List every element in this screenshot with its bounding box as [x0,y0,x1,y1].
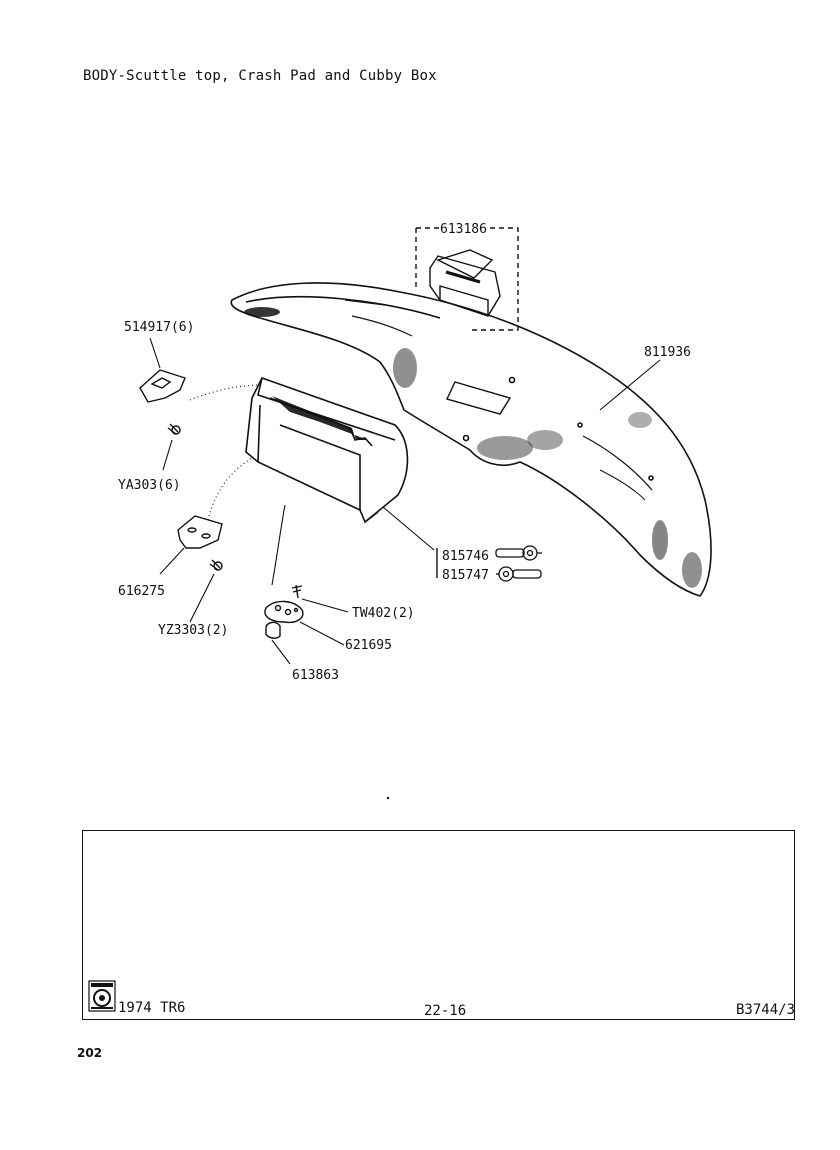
label-811936: 811936 [644,345,691,360]
page-number: 202 [77,1046,103,1060]
label-tw402: TW402(2) [352,606,415,621]
bracket-616275-illustration [177,515,223,549]
crash-pad-illustration [230,282,712,597]
screw-ya303-illustration [167,423,181,435]
footer-code: B3744/3 [736,1002,796,1018]
stray-dot [386,796,390,800]
label-613186: 613186 [440,222,487,237]
fastener-815746-illustration [495,545,542,561]
screw-tw402-illustration [291,584,303,599]
page-title: BODY-Scuttle top, Crash Pad and Cubby Bo… [83,68,437,84]
label-621695: 621695 [345,638,392,653]
british-leyland-logo-icon [88,980,116,1012]
ash-tray-inset [415,227,519,331]
leader-lines [149,337,661,665]
label-613863: 613863 [292,668,339,683]
label-616275: 616275 [118,584,165,599]
label-ya303: YA303(6) [118,478,181,493]
footer-model: 1974 TR6 [118,1000,186,1016]
fastener-815747-illustration [496,566,542,582]
screw-yz3303-illustration [209,559,223,571]
notes-panel [82,830,795,1020]
label-yz3303: YZ3303(2) [158,623,228,638]
knob-613863-illustration [265,621,281,639]
label-815746: 815746 [442,549,489,564]
label-514917: 514917(6) [124,320,194,335]
cubby-box-illustration [245,377,409,524]
footer-section: 22-16 [424,1003,467,1019]
clip-514917-illustration [139,369,186,403]
plate-621695-illustration [264,600,304,624]
label-815747: 815747 [442,568,489,583]
